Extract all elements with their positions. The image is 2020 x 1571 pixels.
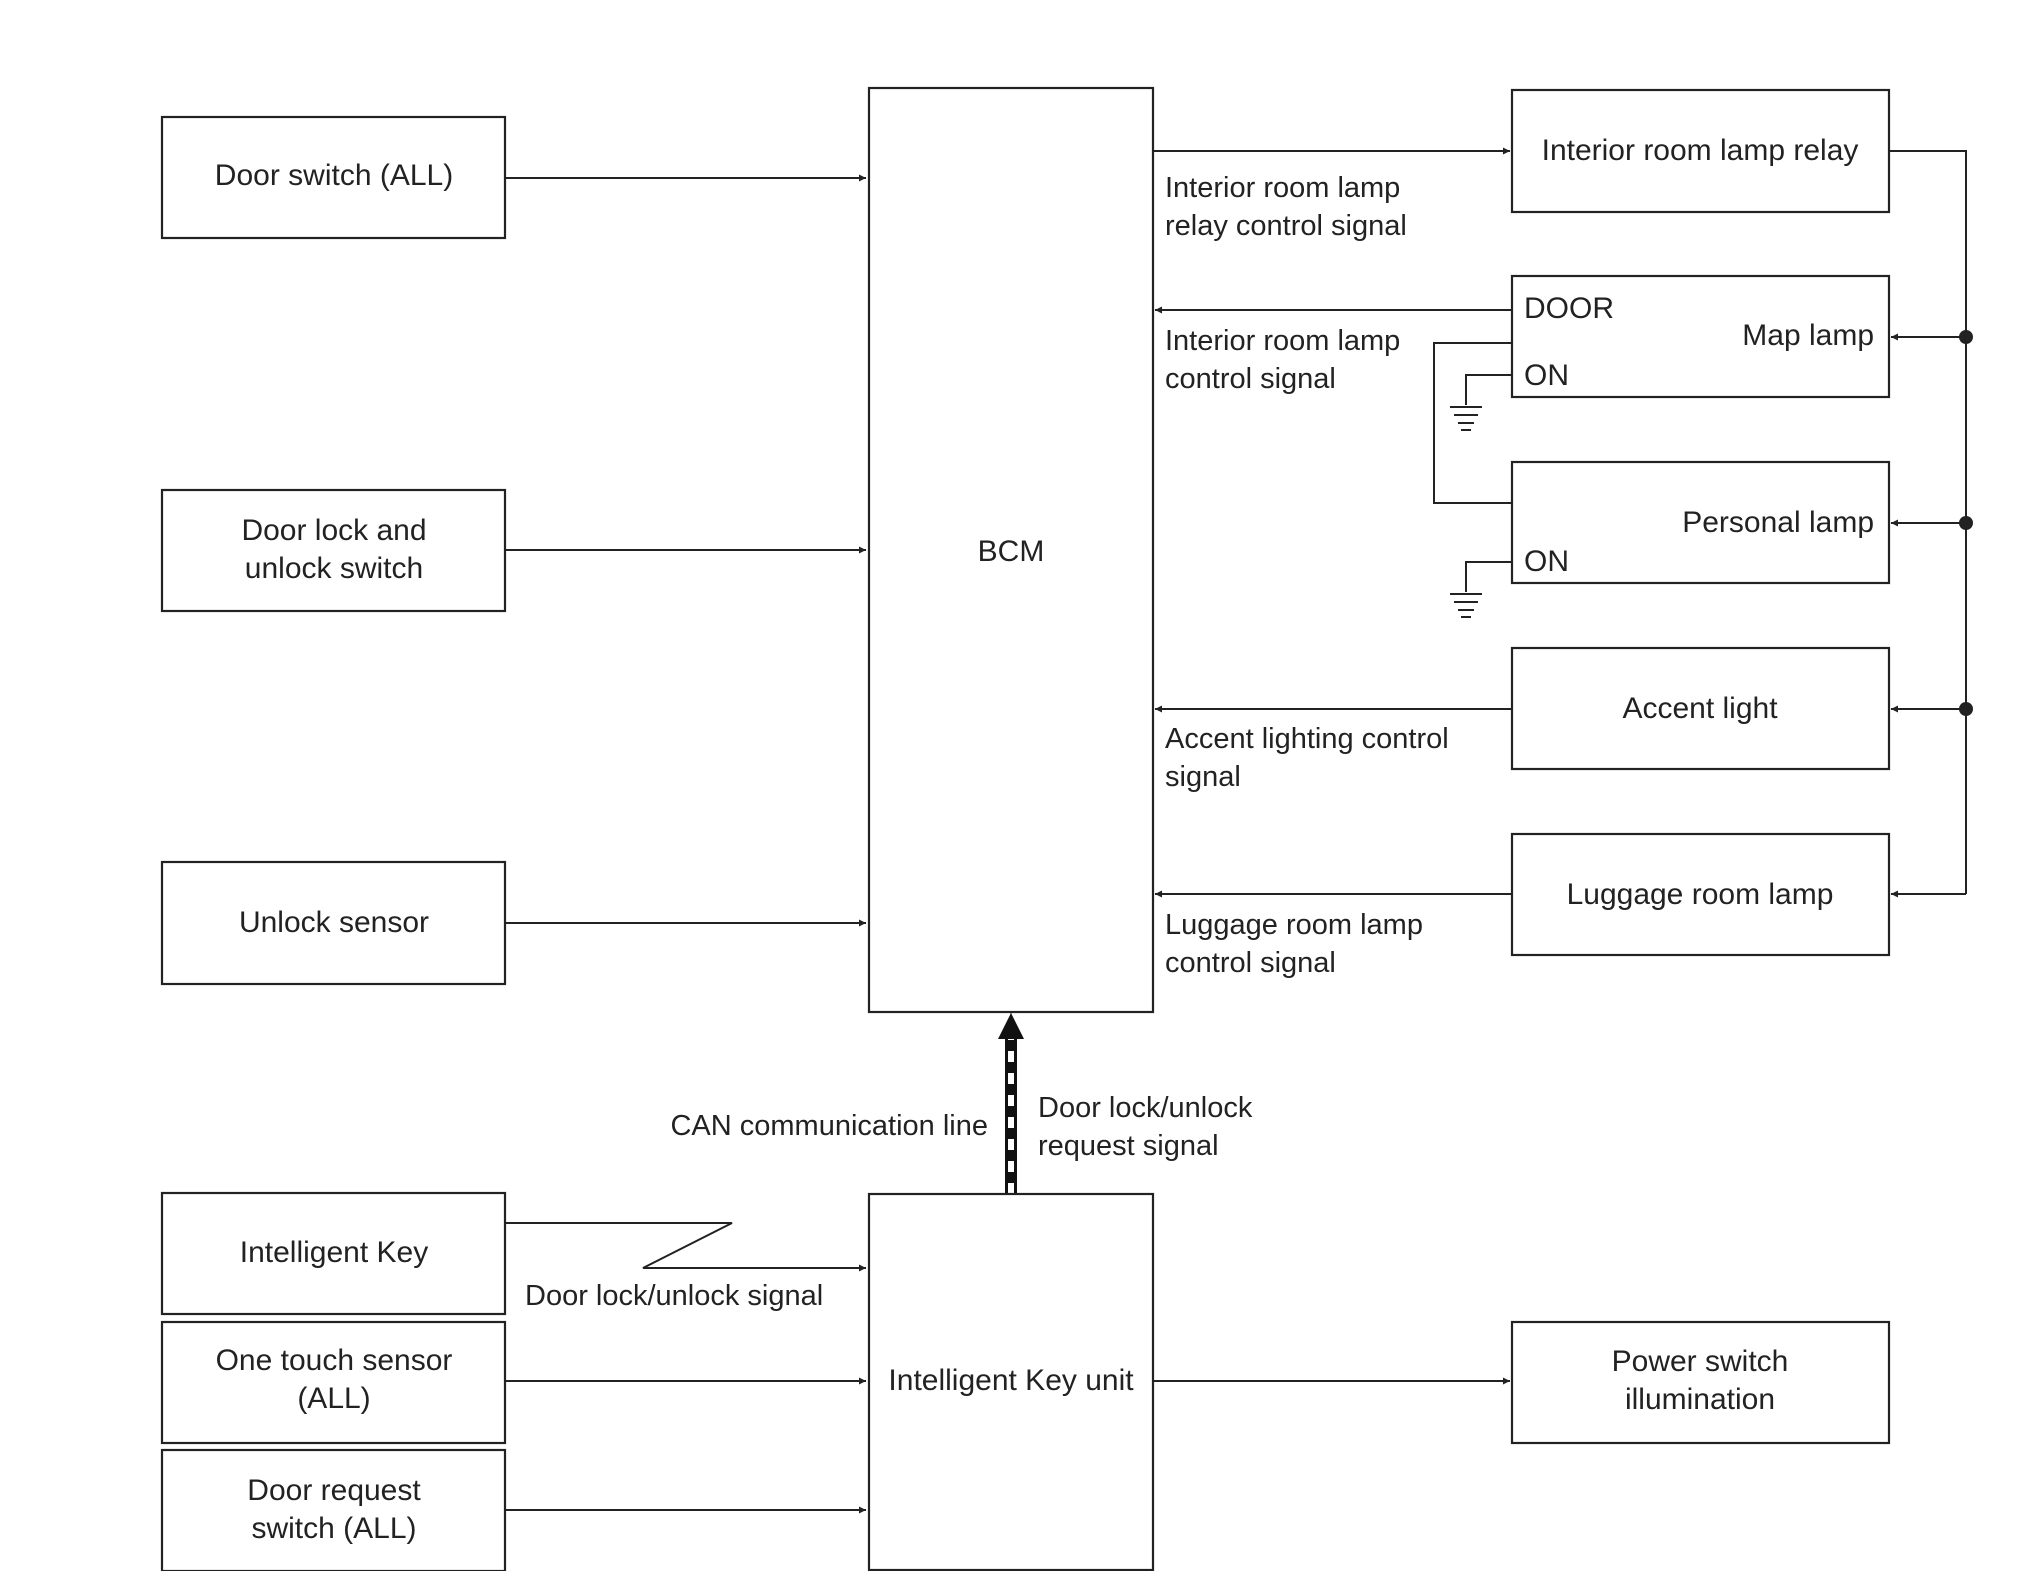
can-line-label: CAN communication line — [670, 1110, 988, 1142]
power-switch-illumination-label-line2: illumination — [1625, 1383, 1775, 1416]
door-switch-block: Door switch (ALL) — [160, 115, 507, 240]
relay-control-label-line1: Interior room lamp — [1165, 172, 1400, 204]
power-switch-illumination-block: Power switch illumination — [1510, 1320, 1891, 1445]
map-lamp-label: Map lamp — [1742, 319, 1874, 352]
door-lock-request-label-line2: request signal — [1038, 1130, 1219, 1162]
unlock-sensor-label: Unlock sensor — [239, 906, 429, 939]
luggage-room-lamp-block: Luggage room lamp — [1510, 832, 1891, 957]
personal-lamp-label: Personal lamp — [1682, 506, 1874, 539]
relay-control-label-line2: relay control signal — [1165, 210, 1407, 242]
door-lock-request-label-line1: Door lock/unlock — [1038, 1092, 1253, 1124]
door-switch-label: Door switch (ALL) — [215, 159, 453, 192]
bcm-block: BCM — [867, 86, 1155, 1014]
power-switch-illumination-label-line1: Power switch — [1612, 1345, 1789, 1378]
map-lamp-door-terminal: DOOR — [1524, 292, 1614, 325]
wireless-signal-arrow — [505, 1222, 866, 1272]
bcm-label: BCM — [978, 535, 1045, 568]
map-lamp-on-terminal: ON — [1524, 359, 1569, 392]
one-touch-sensor-label-line1: One touch sensor — [216, 1344, 453, 1377]
one-touch-sensor-label-line2: (ALL) — [297, 1382, 370, 1415]
personal-lamp-on-terminal: ON — [1524, 545, 1569, 578]
accent-control-label-line2: signal — [1165, 761, 1241, 793]
one-touch-sensor-block: One touch sensor (ALL) — [160, 1320, 507, 1445]
door-lock-switch-block: Door lock and unlock switch — [160, 488, 507, 613]
intelligent-key-label: Intelligent Key — [240, 1236, 428, 1269]
intelligent-key-unit-label: Intelligent Key unit — [888, 1364, 1134, 1397]
personal-lamp-block: Personal lamp ON — [1510, 460, 1891, 585]
door-request-switch-label-line1: Door request — [247, 1474, 421, 1507]
intelligent-key-block: Intelligent Key — [160, 1191, 507, 1316]
lamp-control-label-line2: control signal — [1165, 363, 1336, 395]
accent-light-label: Accent light — [1622, 692, 1778, 725]
door-lock-signal-label: Door lock/unlock signal — [525, 1280, 823, 1312]
door-request-switch-block: Door request switch (ALL) — [160, 1448, 507, 1571]
door-lock-switch-label-line2: unlock switch — [245, 552, 423, 585]
luggage-control-label-line2: control signal — [1165, 947, 1336, 979]
luggage-control-label-line1: Luggage room lamp — [1165, 909, 1423, 941]
unlock-sensor-block: Unlock sensor — [160, 860, 507, 986]
accent-control-label-line1: Accent lighting control — [1165, 723, 1449, 755]
accent-light-block: Accent light — [1510, 646, 1891, 771]
relay-output-bus — [1889, 150, 1973, 898]
interior-room-lamp-relay-block: Interior room lamp relay — [1510, 88, 1891, 214]
interior-room-lamp-relay-label: Interior room lamp relay — [1542, 134, 1859, 167]
lamp-control-label-line1: Interior room lamp — [1165, 325, 1400, 357]
map-lamp-block: DOOR Map lamp ON — [1510, 274, 1891, 399]
door-request-switch-label-line2: switch (ALL) — [251, 1512, 416, 1545]
luggage-room-lamp-label: Luggage room lamp — [1567, 878, 1834, 911]
door-lock-switch-label-line1: Door lock and — [241, 514, 426, 547]
intelligent-key-unit-block: Intelligent Key unit — [867, 1192, 1155, 1571]
lamp-ground-wiring — [1433, 342, 1512, 618]
